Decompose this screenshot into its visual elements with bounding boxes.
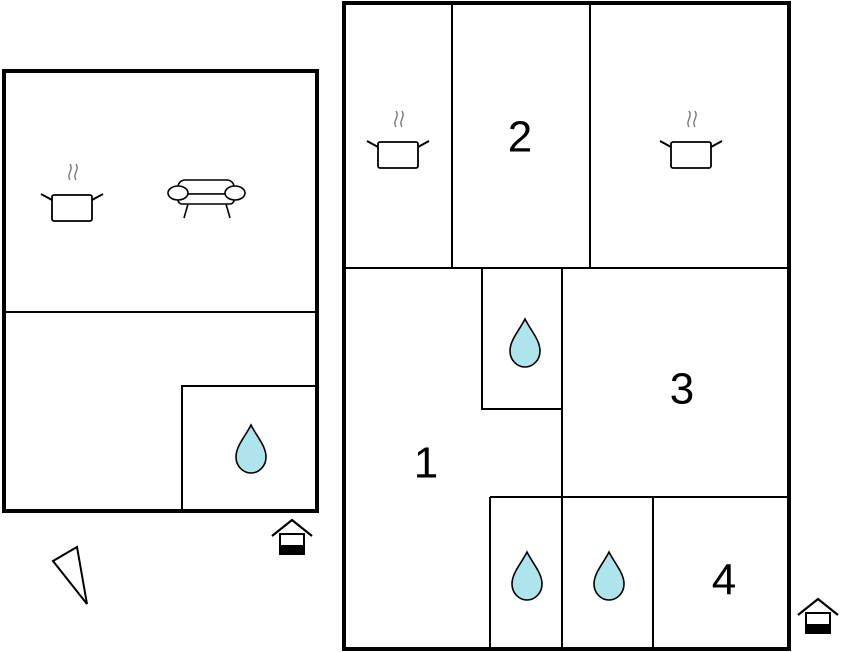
water-drop-icon xyxy=(509,318,541,368)
right-building-outline xyxy=(342,1,791,651)
north-arrow-icon xyxy=(51,545,88,605)
sofa-icon xyxy=(167,179,246,219)
left-building xyxy=(2,69,319,513)
entrance-house-icon xyxy=(796,597,840,635)
water-drop-icon xyxy=(593,551,625,601)
left-bathroom xyxy=(181,385,318,512)
room-number-1: 1 xyxy=(414,439,438,488)
cooking-pot-icon xyxy=(659,110,723,169)
room-number-4: 4 xyxy=(712,556,736,605)
room-number-3: 3 xyxy=(670,365,694,414)
right-building: 2 1 3 4 xyxy=(342,1,791,651)
cooking-pot-icon xyxy=(366,110,430,169)
entrance-house-icon xyxy=(270,518,314,556)
room-number-2: 2 xyxy=(508,113,532,162)
water-drop-icon xyxy=(235,424,267,474)
cooking-pot-icon xyxy=(40,163,104,222)
water-drop-icon xyxy=(511,551,543,601)
left-building-outline xyxy=(2,69,319,513)
